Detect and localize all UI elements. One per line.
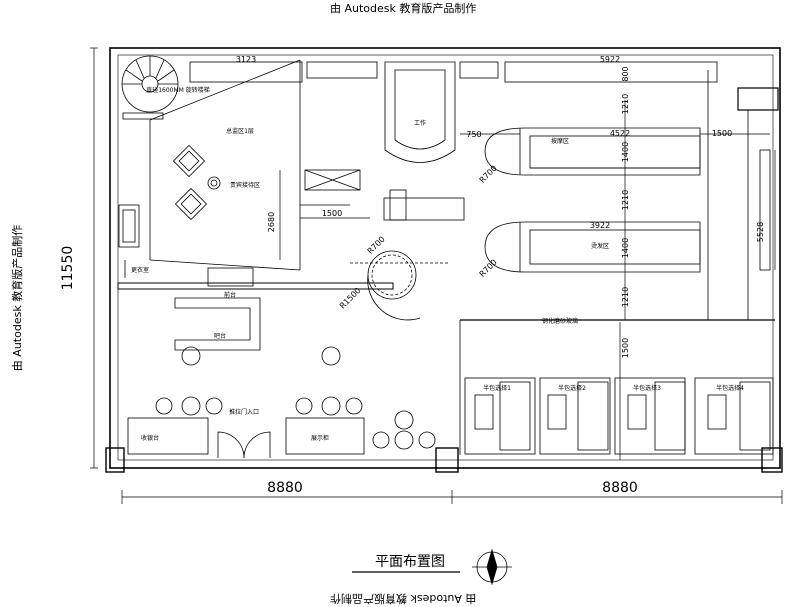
dim-2680: 2680 (267, 212, 276, 232)
dim-4522: 4522 (610, 129, 630, 138)
dim-1210-a: 1210 (621, 94, 630, 114)
dim-1500-a: 1500 (712, 129, 732, 138)
room-upper-hall: 总监区1层 (226, 127, 254, 135)
vip-room-3: 半包选择3 (633, 384, 661, 392)
bottom-dim-right: 8880 (602, 480, 638, 496)
room-spa-left: 按摩区 (551, 137, 569, 145)
dim-1500-b: 1500 (322, 209, 342, 218)
dim-800: 800 (621, 66, 630, 81)
dim-r700-b: R700 (478, 258, 499, 279)
room-studio: 工作 (414, 119, 426, 127)
bottom-dim-left: 8880 (267, 480, 303, 496)
room-display: 展示柜 (311, 434, 329, 442)
vip-room-4: 半包选择4 (716, 384, 744, 392)
dim-3123: 3123 (236, 55, 256, 64)
floor-plan-lines (105, 47, 783, 473)
drawing-title: 平面布置图 (375, 554, 445, 570)
outer-wall (109, 47, 781, 469)
dim-3922: 3922 (590, 221, 610, 230)
room-reception: 前台 (224, 291, 236, 299)
vip-room-2: 半包选择2 (558, 384, 586, 392)
room-spa-right: 烫发区 (591, 242, 609, 250)
glass-note: 钢化磨砂玻璃 (542, 317, 578, 325)
dim-5922: 5922 (600, 55, 620, 64)
watermark-top: 由 Autodesk 教育版产品制作 (330, 2, 477, 15)
overall-height-dim: 11550 (60, 246, 76, 291)
dim-1210-b: 1210 (621, 190, 630, 210)
dim-5528: 5528 (756, 222, 765, 242)
room-cashier: 收银台 (141, 434, 159, 442)
room-stair-note: 直径1600MM 旋转楼梯 (146, 86, 210, 94)
dim-1500-c: 1500 (621, 338, 630, 358)
inner-wall (117, 54, 774, 461)
dim-r1500: R1500 (338, 286, 363, 311)
spiral-stair (121, 55, 179, 113)
dim-1400-a: 1400 (621, 142, 630, 162)
dim-r700-a: R700 (478, 164, 499, 185)
room-waiting: 贵宾接待区 (230, 181, 260, 189)
vip-room-1: 半包选择1 (483, 384, 511, 392)
room-bar: 吧台 (214, 332, 226, 340)
entrance-note: 推拉门入口 (229, 408, 259, 416)
dim-1210-c: 1210 (621, 287, 630, 307)
dimension-lines (90, 47, 783, 504)
room-locker: 更衣室 (131, 266, 149, 274)
dim-1400-b: 1400 (621, 238, 630, 258)
dim-750: 750 (466, 130, 481, 139)
north-compass-icon (472, 548, 512, 586)
